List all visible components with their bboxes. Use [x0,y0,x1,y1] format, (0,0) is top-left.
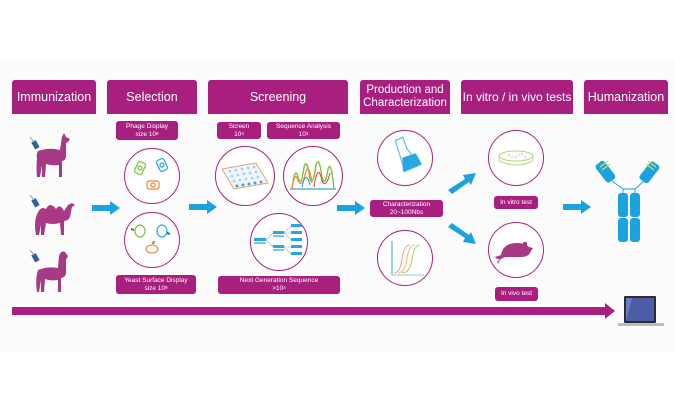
syringe-icon [29,249,40,263]
label-line1: Sequence Analysis [276,122,331,130]
arrow-right-icon [337,201,365,215]
stage-label: Selection [126,89,178,104]
timeline-arrow [12,303,615,319]
stage-selection: Selection [107,80,197,114]
arrow-up-right-icon [448,173,476,194]
label-base: >10 [272,285,284,292]
petri-circle [488,130,544,186]
label-base: 10 [298,130,306,138]
yeast-icon [130,224,171,254]
yeast-circle [124,212,180,268]
label-line2: 104 [234,131,244,139]
stage-label-line1: Production and [366,84,444,96]
label-base: size 10 [135,130,157,138]
syringe-icon [29,195,40,208]
stage-label: Immunization [16,89,92,104]
label-exponent: 4 [241,130,244,136]
arrow-right-icon [563,200,591,214]
label-exponent: 3 [305,130,309,136]
stage-label-line2: Characterization [363,97,447,109]
mouse-icon [495,241,533,264]
camel-icon [29,195,75,235]
microarray-circle [215,146,275,206]
label-base: 10 [234,130,242,138]
in-vivo-test-label: In vivo test [495,287,538,301]
label-line1: Characterization [382,200,431,208]
stage-label: Screening [249,89,307,104]
stage-production: Production and Characterization [360,80,450,114]
stage-label: Humanization [587,89,665,104]
characterization-label: Characterization 20~100Nbs [370,200,443,217]
chromatogram-icon [290,161,336,190]
flask-circle [377,130,433,186]
syringe-icon [29,136,40,150]
label-text: In vivo test [500,290,533,297]
alpaca-icon [29,249,68,292]
petri-dish-icon [498,150,534,166]
ngs-label: Next Generation Sequence >104 [218,276,340,294]
stage-screening: Screening [208,80,348,114]
label-base: size 10 [144,284,166,292]
arrow-right-icon [92,201,120,215]
microarray-icon [221,162,269,190]
label-exponent: 4 [283,285,286,290]
phage-display-label: Phage Display size 109 [116,121,178,140]
yeast-display-label: Yeast Surface Display size 109 [116,275,196,294]
stage-tests: In vitro / in vivo tests [461,80,573,114]
screen-label: Screen 104 [217,122,261,139]
ngs-circle [250,213,308,271]
flask-icon [394,136,422,173]
label-line1: Screen [228,122,250,130]
laptop-icon [618,296,664,326]
arrow-down-right-icon [448,223,476,244]
phage-circle [124,148,180,204]
label-line2: size 109 [144,285,167,293]
arrow-right-icon [189,200,217,214]
mouse-circle [488,222,544,278]
curves-circle [377,230,433,286]
stage-immunization: Immunization [12,80,96,114]
ngs-tree-icon [254,224,302,255]
phage-icon [133,157,169,190]
label-line2: 20~100Nbs [389,208,424,216]
label-line1: Next Generation Sequence [239,277,319,284]
label-line1: Yeast Surface Display [124,276,188,284]
llama-icon [29,133,70,177]
stage-label: In vitro / in vivo tests [462,89,572,104]
label-line1: Phage Display [126,122,168,130]
label-exponent: 9 [165,284,168,290]
label-line2: >104 [272,285,286,293]
antibody-icon [595,160,660,242]
label-text: In vitro test [500,198,532,206]
in-vitro-test-label: In vitro test [494,196,538,209]
curves-chart-icon [391,241,424,276]
stage-humanization: Humanization [584,80,668,114]
label-line2: 103 [299,131,309,139]
label-exponent: 9 [156,130,159,136]
label-line2: size 109 [135,131,158,139]
chromatogram-circle [283,146,343,206]
sequence-analysis-label: Sequence Analysis 103 [267,122,340,139]
